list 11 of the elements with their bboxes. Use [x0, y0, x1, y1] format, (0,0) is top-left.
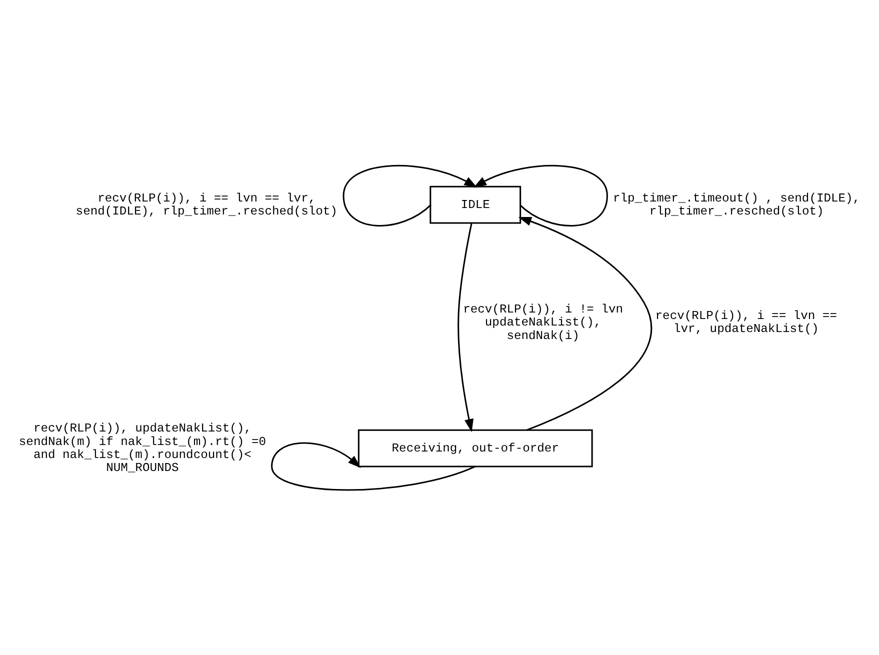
edge-label: recv(RLP(i)), updateNakList(), sendNak(m) if nak_list_(m).rt() =0 and nak_list_(m).roundcount()< NUM_ROUNDS — [18, 422, 266, 476]
arrow — [473, 164, 608, 226]
edge-label: recv(RLP(i)), i != lvn updateNakList(), sendNak(i) — [463, 302, 623, 343]
edge-label: recv(RLP(i)), i == lvn == lvr, updateNakList() — [655, 309, 837, 336]
node-box: IDLE — [430, 186, 522, 224]
arrow — [342, 164, 478, 226]
edge-label: recv(RLP(i)), i == lvn == lvr, send(IDLE), rlp_timer_.resched(slot) — [76, 191, 338, 218]
arrow — [458, 223, 474, 432]
arrow — [518, 216, 652, 431]
node-box: Receiving, out-of-order — [358, 429, 593, 468]
edge-label: rlp_timer_.timeout() , send(IDLE), rlp_timer_.resched(slot) — [613, 191, 860, 218]
